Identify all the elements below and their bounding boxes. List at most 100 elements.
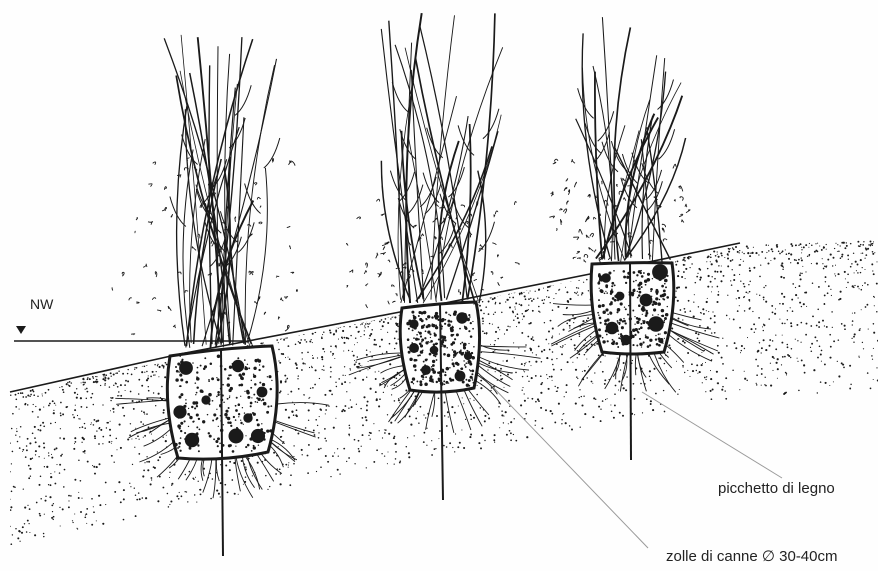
clump-1-grain	[271, 380, 272, 381]
soil-dot	[59, 387, 60, 388]
clump-3-grain	[597, 282, 600, 285]
clump-3-grain	[625, 282, 627, 284]
soil-dot	[865, 258, 866, 259]
soil-dot	[781, 364, 782, 365]
leaf-cluster-3-squiggle	[680, 186, 683, 192]
clump-1-grain	[229, 397, 230, 398]
reed-3-stem	[614, 27, 630, 261]
soil-dot	[418, 422, 420, 424]
clump-1-grain	[202, 420, 205, 423]
soil-dot	[854, 272, 855, 273]
soil-dot	[282, 430, 284, 432]
soil-dot	[830, 289, 831, 290]
soil-dot	[713, 250, 715, 252]
soil-dot	[787, 319, 788, 320]
clump-1-grain	[181, 359, 183, 361]
soil-dot	[786, 375, 787, 376]
soil-dot	[550, 410, 552, 412]
soil-dot	[797, 262, 799, 264]
soil-dot	[351, 406, 353, 408]
clump-1-grain	[233, 416, 235, 418]
soil-dot	[117, 405, 119, 407]
soil-dot	[275, 473, 277, 475]
soil-dot	[819, 245, 820, 246]
soil-dot	[743, 261, 744, 262]
soil-dot	[171, 485, 172, 486]
clump-3-grain	[608, 271, 611, 274]
soil-dot	[67, 382, 69, 384]
soil-dot	[96, 379, 98, 381]
soil-dot	[576, 376, 578, 378]
soil-dot	[160, 360, 162, 362]
soil-dot	[309, 367, 310, 368]
clump-3-pebble	[652, 264, 668, 280]
soil-dot	[801, 322, 803, 324]
soil-dot	[714, 271, 716, 273]
soil-dot	[862, 342, 863, 343]
soil-dot	[844, 271, 846, 273]
soil-dot	[752, 252, 754, 254]
soil-dot	[399, 374, 401, 376]
soil-dot	[144, 413, 145, 414]
soil-dot	[367, 369, 368, 370]
clump-3-grain	[662, 315, 665, 318]
root-2	[445, 387, 454, 433]
soil-dot	[50, 484, 52, 486]
soil-dot	[408, 452, 410, 454]
soil-dot	[39, 409, 41, 411]
soil-dot	[725, 398, 727, 400]
soil-dot	[562, 345, 564, 347]
soil-dot	[833, 340, 835, 342]
soil-dot	[706, 301, 708, 303]
soil-dot	[446, 425, 448, 427]
soil-dot	[744, 371, 745, 372]
soil-dot	[281, 353, 283, 355]
soil-dot	[818, 286, 820, 288]
clump-3-grain	[634, 316, 635, 317]
clump-2-grain	[409, 358, 412, 361]
clump-2-grain	[456, 363, 459, 366]
soil-dot	[782, 250, 784, 252]
soil-dot	[510, 421, 512, 423]
clump-2-grain	[444, 374, 446, 376]
leaf-cluster-2-squiggle	[471, 214, 472, 216]
soil-dot	[132, 464, 133, 465]
soil-dot	[74, 392, 76, 394]
soil-dot	[684, 372, 685, 373]
root-3	[551, 324, 594, 345]
clump-3-grain	[645, 334, 647, 336]
soil-dot	[12, 534, 13, 535]
soil-dot	[839, 274, 840, 275]
soil-dot	[378, 405, 380, 407]
soil-dot	[120, 447, 122, 449]
soil-dot	[358, 363, 360, 365]
clump-2-grain	[408, 328, 410, 330]
leaf-cluster-1-squiggle	[112, 288, 113, 291]
leaf-cluster-3-squiggle	[553, 162, 556, 164]
soil-dot	[387, 386, 388, 387]
clump-1-grain	[238, 384, 240, 386]
soil-dot	[729, 318, 730, 319]
soil-dot	[569, 425, 571, 427]
clump-3-grain	[636, 274, 638, 276]
clump-1-pebble	[232, 360, 244, 372]
soil-dot	[852, 320, 854, 322]
soil-dot	[143, 437, 144, 438]
soil-dot	[309, 397, 310, 398]
soil-dot	[799, 302, 801, 304]
soil-dot	[44, 458, 45, 459]
soil-dot	[677, 394, 678, 395]
soil-dot	[60, 402, 62, 404]
soil-dot	[768, 250, 770, 252]
leaf-cluster-2-squiggle	[380, 252, 385, 254]
soil-dot	[727, 253, 729, 255]
soil-dot	[35, 441, 37, 443]
soil-dot	[299, 342, 301, 344]
soil-dot	[682, 366, 683, 367]
leaf-cluster-3-squiggle	[568, 190, 569, 195]
soil-dot	[382, 437, 383, 438]
soil-dot	[482, 331, 484, 333]
soil-dot	[165, 362, 167, 364]
soil-dot	[524, 365, 525, 366]
soil-dot	[76, 528, 77, 529]
